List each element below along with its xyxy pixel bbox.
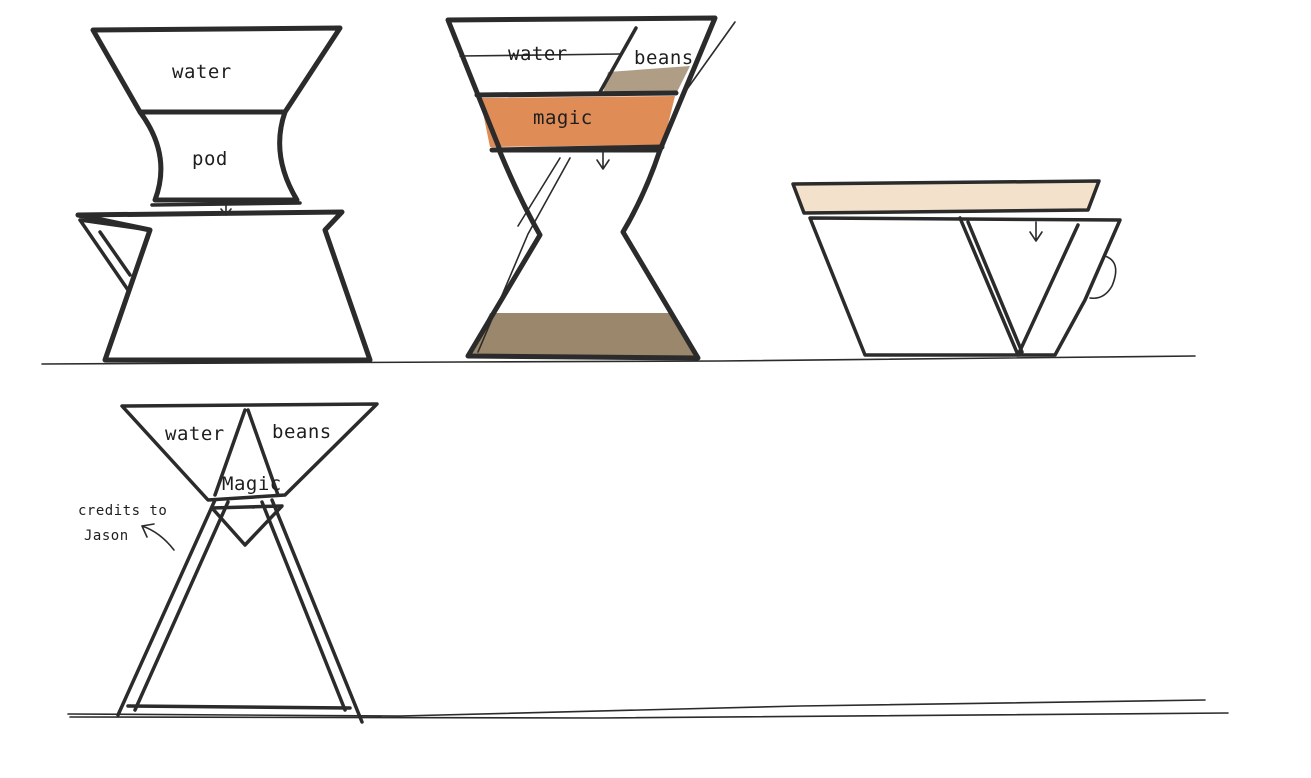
label-water: water bbox=[508, 43, 568, 65]
stand-right-leg bbox=[262, 500, 362, 722]
sketch-pod-brewer: water pod bbox=[78, 28, 370, 360]
credit-line-2: Jason bbox=[84, 528, 129, 544]
magic-top-line bbox=[477, 93, 676, 95]
label-water: water bbox=[172, 61, 232, 83]
label-beans: beans bbox=[272, 421, 332, 443]
credit-arrow bbox=[142, 524, 174, 550]
magic-bottom-line bbox=[492, 147, 662, 150]
lid-fill bbox=[795, 182, 1098, 213]
sketch-hourglass-brewer: water beans magic bbox=[448, 18, 735, 358]
inner-cone bbox=[960, 218, 1078, 355]
label-magic: magic bbox=[533, 107, 593, 129]
label-water: water bbox=[165, 423, 225, 445]
stand-left-leg bbox=[118, 500, 228, 715]
stand-base bbox=[128, 706, 350, 708]
credit-line-1: credits to bbox=[78, 503, 167, 519]
label-beans: beans bbox=[634, 47, 694, 69]
drip-arrow-3 bbox=[1030, 222, 1042, 241]
ground-line-bottom bbox=[68, 700, 1228, 718]
beans-fill bbox=[603, 66, 690, 94]
sketch-cup-brewer bbox=[793, 181, 1120, 355]
sketch-cone-stand: water beans Magic credits to Jason bbox=[78, 404, 377, 722]
label-magic: Magic bbox=[222, 473, 282, 495]
brew-fill bbox=[470, 313, 698, 356]
label-pod: pod bbox=[192, 148, 228, 170]
carafe-outline bbox=[78, 212, 370, 360]
drip-arrow-2 bbox=[597, 150, 609, 169]
